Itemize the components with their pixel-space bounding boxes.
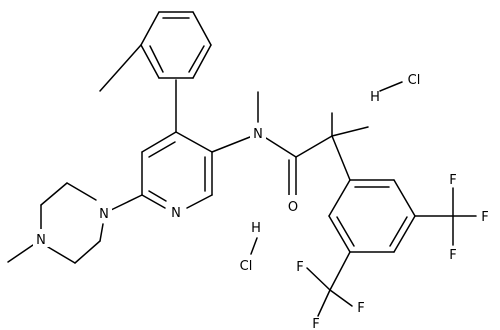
fluorine-label: F xyxy=(357,301,364,316)
salt-hydrogen-label: H xyxy=(251,221,261,236)
bond xyxy=(329,251,351,291)
aromatic-bond xyxy=(188,45,205,73)
h-cl-bond xyxy=(379,81,403,92)
aromatic-bond xyxy=(389,216,408,247)
bond xyxy=(140,44,160,79)
fluorine-label: F xyxy=(449,173,456,188)
bond xyxy=(110,194,143,211)
label-backdrop xyxy=(285,195,301,213)
aryl-bond xyxy=(331,135,351,181)
n-methyl-bond xyxy=(7,244,34,263)
fluorine-label: F xyxy=(312,317,319,330)
salt-hydrogen-label: H xyxy=(370,90,380,105)
trifluoromethyl-group-right xyxy=(414,187,477,246)
bond xyxy=(175,131,213,153)
salt-chlorine-label: Cl xyxy=(408,73,421,88)
bis-trifluoromethyl-phenyl-ring xyxy=(328,179,416,253)
aromatic-bond xyxy=(336,216,355,247)
label-backdrop xyxy=(33,229,49,247)
bond xyxy=(192,44,212,79)
h-cl-bond xyxy=(250,237,258,255)
bond xyxy=(47,246,76,264)
bond xyxy=(66,182,97,201)
aromatic-bond xyxy=(148,141,176,158)
label-backdrop xyxy=(168,202,184,220)
aromatic-bond xyxy=(148,190,167,202)
gem-methyl-bond xyxy=(331,126,369,137)
c-f-bond xyxy=(317,289,331,317)
trifluoromethyl-group-bottom xyxy=(306,251,353,317)
label-backdrop xyxy=(250,124,266,142)
bond xyxy=(393,215,416,253)
pyridine-ring xyxy=(141,131,213,209)
fluorine-label: F xyxy=(449,248,456,263)
bond xyxy=(186,194,213,209)
amide-n-c-bond xyxy=(265,137,297,158)
fluorine-label: F xyxy=(481,210,488,225)
bond xyxy=(141,131,177,153)
c-f-bond xyxy=(329,289,353,307)
label-backdrop xyxy=(96,203,112,221)
aryl-n-bond xyxy=(211,136,251,153)
bond xyxy=(140,11,160,46)
bond xyxy=(99,223,104,242)
bond xyxy=(328,179,351,217)
fluorine-label: F xyxy=(296,260,303,275)
bond xyxy=(328,215,351,253)
pyridine-nitrogen-label: N xyxy=(171,206,181,221)
atom-labels: N O N N N F F F F F F H Cl H Cl xyxy=(33,73,489,330)
piperazine-methyl-nitrogen-label: N xyxy=(36,233,46,248)
bond xyxy=(74,240,101,264)
piperazine-nitrogen-label: N xyxy=(99,207,109,222)
tolyl-methyl-bond xyxy=(99,44,142,92)
bond xyxy=(393,179,416,217)
aromatic-bond xyxy=(149,45,164,73)
c-f-bond xyxy=(306,267,331,291)
amide-nitrogen-label: N xyxy=(253,127,263,142)
carbonyl-oxygen-label: O xyxy=(288,200,298,215)
salt-chlorine-label: Cl xyxy=(240,259,253,274)
methylpiperazine-ring xyxy=(7,182,143,264)
acyl-bond xyxy=(295,135,333,158)
bond xyxy=(40,182,68,206)
bond xyxy=(192,11,212,46)
bond xyxy=(141,194,166,209)
tolyl-ring xyxy=(99,11,212,92)
